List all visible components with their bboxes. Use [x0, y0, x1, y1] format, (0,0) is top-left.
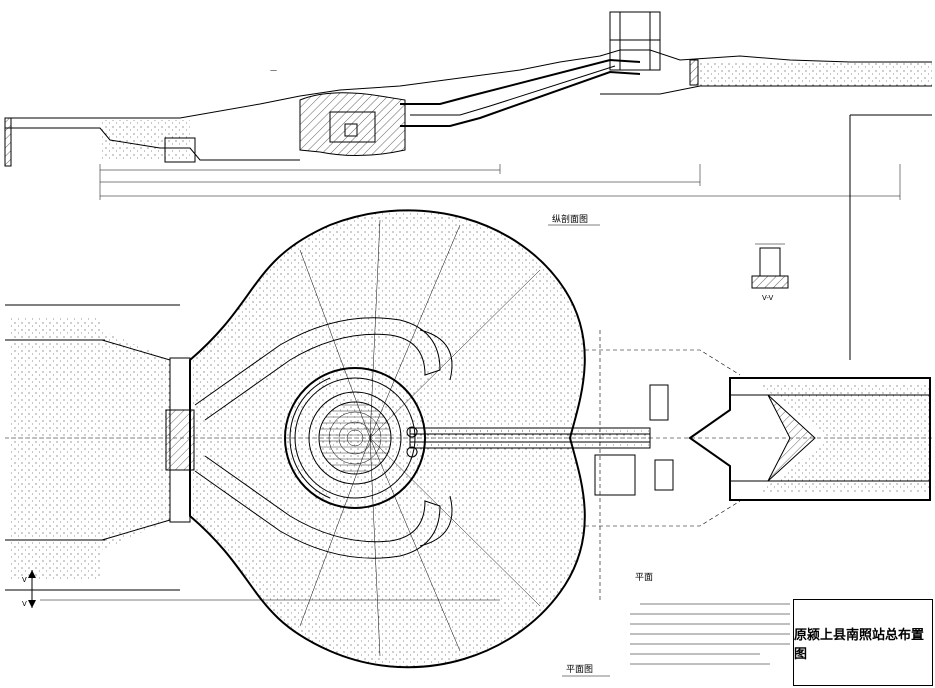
- valve-house: [649, 384, 669, 421]
- section-detail: V-V: [751, 243, 789, 302]
- longitudinal-section-label: 纵剖面图: [552, 213, 588, 225]
- title-block: 原颍上县南照站总布置图: [793, 599, 933, 686]
- discharge-pipe-lower: [400, 70, 641, 127]
- lower-walkway: [194, 455, 441, 559]
- notes-block: [630, 603, 790, 665]
- svg-text:V: V: [22, 576, 27, 584]
- outlet-tower: [609, 11, 661, 71]
- drawing-title: 原颍上县南照站总布置图: [794, 627, 925, 662]
- discharge-pipe-mid: [410, 65, 616, 116]
- transition-section: [102, 330, 170, 550]
- valve-bottom: [406, 446, 418, 458]
- inlet-fill: [100, 120, 190, 160]
- discharge-pipe-upper: [400, 58, 641, 105]
- outlet-channel-bottom: [600, 85, 932, 95]
- outlet-wall: [689, 59, 699, 86]
- pump-room: [329, 111, 376, 143]
- pump-unit: [344, 123, 358, 137]
- upper-walkway: [194, 317, 441, 421]
- radial-lines: [299, 219, 541, 657]
- section-label: V-V: [762, 294, 773, 302]
- plan-small-label: 平面: [635, 572, 653, 583]
- plan-view: V V 平面 平面图: [5, 209, 932, 677]
- svg-text:—: —: [270, 66, 277, 74]
- longitudinal-section: — 纵剖面图: [4, 11, 932, 226]
- section-marks: V V: [22, 570, 36, 608]
- left-wall: [4, 117, 12, 167]
- outlet-fill: [700, 62, 932, 86]
- ground-line: [5, 49, 932, 119]
- control-building: [594, 454, 636, 496]
- plan-view-label: 平面图: [566, 664, 593, 675]
- valve-top: [406, 426, 418, 438]
- inlet-channel: [10, 318, 102, 580]
- svg-text:V: V: [22, 600, 27, 608]
- forebay-structure: [164, 137, 196, 163]
